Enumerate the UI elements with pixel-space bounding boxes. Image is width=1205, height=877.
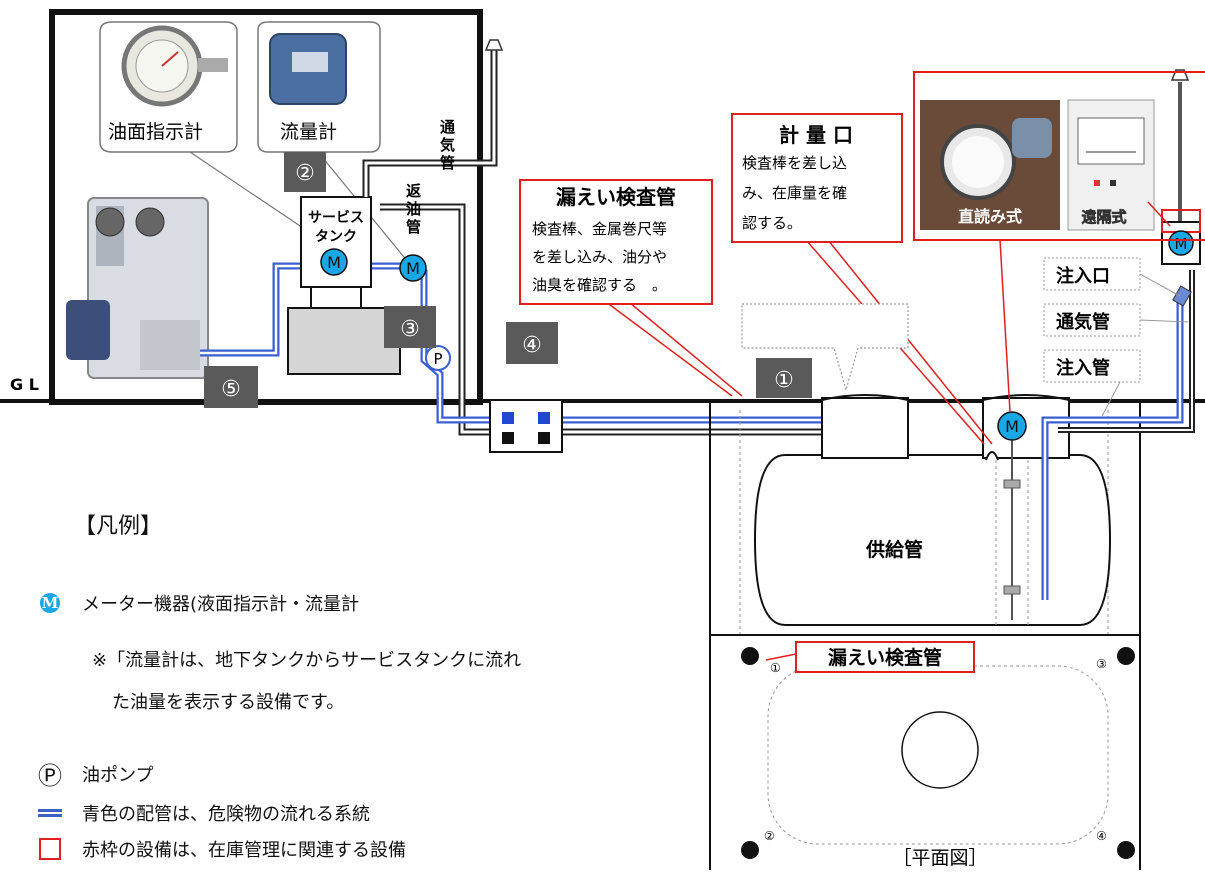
svg-text:注入口: 注入口 — [1056, 265, 1110, 287]
plan-leak-pipe-label-box — [795, 641, 975, 673]
measuring-port-callout-title: 計 量 口 — [779, 123, 853, 147]
plan-view-label: ［平面図］ — [892, 847, 987, 869]
vent-cap-left — [484, 39, 504, 51]
svg-text:⑤: ⑤ — [221, 377, 241, 402]
red-frame-icon — [39, 838, 61, 860]
service-tank-base — [287, 307, 401, 375]
meter-icon: M — [40, 593, 60, 613]
legend-note-1: ※「流量計は、地下タンクからサービスタンクに流れ — [92, 650, 522, 671]
marker-1: ① — [756, 358, 812, 398]
gl-label: G L — [10, 375, 39, 394]
meter-flow: M — [399, 254, 427, 282]
svg-text:②: ② — [295, 161, 315, 186]
svg-text:①: ① — [770, 661, 781, 675]
marker-4: ④ — [506, 322, 558, 364]
inlet-port-label-box: 注入口 — [1043, 257, 1141, 291]
leak-pipe-callout-line-2: を差し込み、油分や — [532, 248, 667, 266]
legend: 【凡例】 M メーター機器(液面指示計・流量計 ※「流量計は、地下タンクからサー… — [30, 500, 710, 870]
plan-view: ① ② ③ ④ — [741, 647, 1135, 859]
return-pipe-vertical-label: 返油管 — [406, 182, 421, 236]
svg-text:M: M — [1175, 235, 1188, 253]
svg-text:②: ② — [764, 829, 775, 843]
underground-tank — [753, 454, 1112, 626]
pump-icon: Ⓟ — [38, 762, 62, 790]
legend-pump-text: 油ポンプ — [82, 764, 154, 786]
empty-speech-bubble — [741, 303, 909, 393]
legend-red-frame: 赤枠の設備は、在庫管理に関連する設備 — [30, 836, 406, 862]
svg-text:通気管: 通気管 — [1056, 311, 1110, 333]
svg-text:①: ① — [774, 368, 794, 393]
flow-meter-callout: 流量計 — [257, 21, 381, 153]
oil-pump — [425, 345, 451, 371]
measuring-port-callout-line-1: 検査棒を差し込 — [742, 154, 847, 172]
oil-level-gauge-callout: 油面指示計 — [99, 21, 238, 153]
svg-text:M: M — [1005, 417, 1019, 436]
flow-meter-label: 流量計 — [280, 121, 337, 143]
manhole-left — [821, 397, 909, 459]
service-tank-label-2: タンク — [315, 229, 357, 245]
inlet-valve — [1172, 285, 1192, 307]
svg-text:M: M — [406, 259, 420, 278]
meter-photo-panel: 直読み式 遠隔式 — [913, 71, 1205, 241]
svg-text:④: ④ — [522, 333, 542, 358]
legend-blue-pipe-text: 青色の配管は、危険物の流れる系統 — [82, 804, 370, 825]
pump-symbol: P — [433, 350, 442, 368]
plan-leak-pipe-label: 漏えい検査管 — [828, 646, 942, 669]
oil-level-gauge-label: 油面指示計 — [108, 121, 203, 143]
svg-text:④: ④ — [1096, 829, 1107, 843]
tank-pit — [709, 401, 1141, 870]
pipe-junction-box — [489, 399, 563, 453]
vent-pipe-vertical-label: 通気管 — [440, 118, 455, 172]
svg-text:③: ③ — [1096, 657, 1107, 671]
legend-meter-text: メーター機器(液面指示計・流量計 — [82, 594, 360, 615]
measuring-port-callout-line-2: み、在庫量を確 — [742, 184, 847, 202]
marker-3: ③ — [384, 306, 436, 348]
boiler — [66, 197, 209, 379]
meter-service-tank: M — [320, 248, 348, 276]
svg-text:M: M — [327, 253, 341, 272]
remote-type-label: 遠隔式 — [1081, 208, 1126, 226]
svg-text:③: ③ — [400, 317, 420, 342]
legend-blue-pipe: 青色の配管は、危険物の流れる系統 — [30, 800, 370, 826]
measuring-port-callout — [731, 113, 903, 243]
meter-remote: M — [1168, 230, 1194, 256]
legend-note-2: た油量を表示する設備です。 — [112, 692, 345, 713]
vent-pipe-label-box: 通気管 — [1043, 303, 1141, 337]
leak-pipe-callout-line-3: 油臭を確認する 。 — [532, 276, 667, 294]
direct-read-label: 直読み式 — [958, 207, 1022, 226]
service-tank-label-1: サービス — [308, 210, 364, 226]
leak-pipe-callout-title: 漏えい検査管 — [556, 185, 676, 209]
legend-meter: M メーター機器(液面指示計・流量計 — [30, 590, 359, 616]
blue-pipe-icon — [38, 809, 62, 817]
leak-pipe-callout — [519, 179, 713, 305]
marker-2: ② — [284, 152, 326, 192]
leak-pipe-callout-line-1: 検査棒、金属巻尺等 — [532, 220, 667, 238]
measuring-port-callout-line-3: 認する。 — [742, 214, 802, 232]
fill-pipe-label-box: 注入管 — [1043, 349, 1141, 383]
legend-title: 【凡例】 — [74, 514, 163, 539]
legend-pump: Ⓟ 油ポンプ — [30, 756, 153, 791]
svg-text:注入管: 注入管 — [1056, 357, 1110, 379]
supply-pipe-label: 供給管 — [865, 538, 923, 561]
marker-5: ⑤ — [204, 366, 258, 408]
meter-tank: M — [997, 411, 1027, 441]
legend-red-frame-text: 赤枠の設備は、在庫管理に関連する設備 — [82, 840, 406, 861]
